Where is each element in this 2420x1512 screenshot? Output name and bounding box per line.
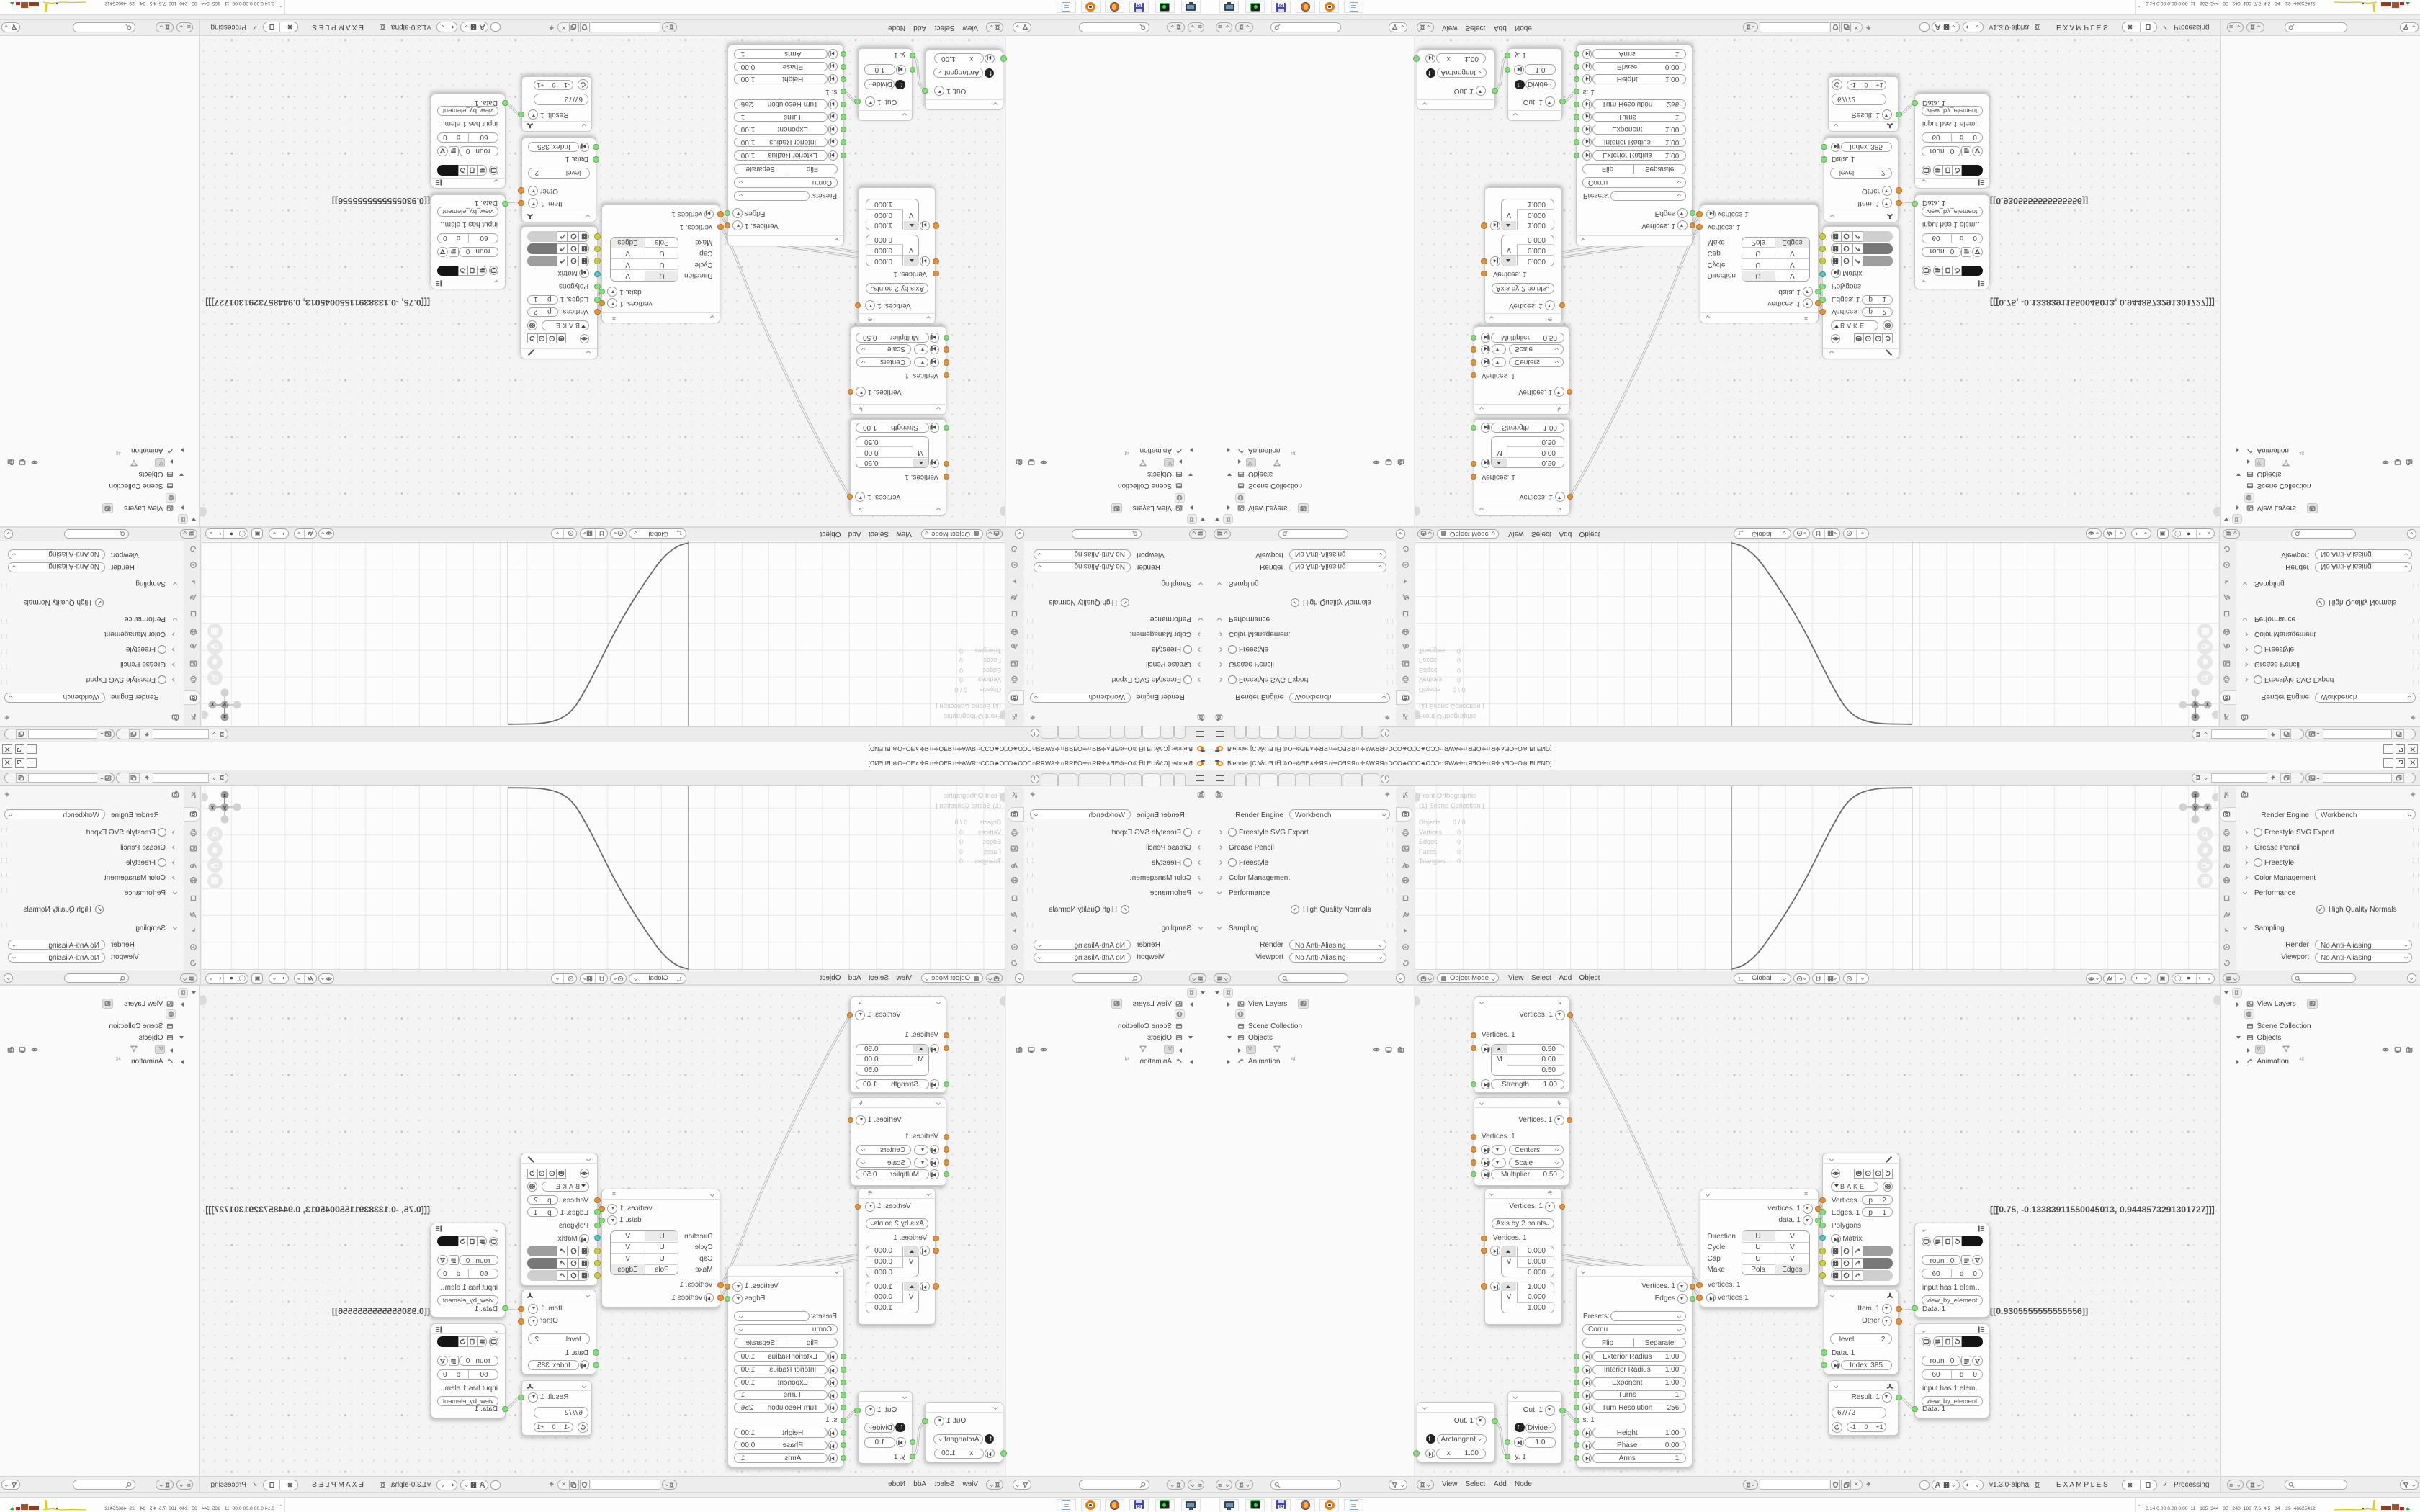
svg-text:x: x: [211, 806, 214, 811]
svg-text:y: y: [2194, 701, 2197, 706]
svg-text:y: y: [223, 806, 226, 811]
svg-text:y: y: [223, 701, 226, 706]
svg-text:z: z: [223, 793, 226, 798]
svg-text:x: x: [2206, 806, 2209, 811]
svg-text:z: z: [223, 714, 226, 719]
svg-text:z: z: [2194, 714, 2197, 719]
svg-text:x: x: [211, 701, 214, 706]
svg-text:z: z: [2194, 793, 2197, 798]
svg-text:x: x: [2206, 701, 2209, 706]
svg-text:y: y: [2194, 806, 2197, 811]
